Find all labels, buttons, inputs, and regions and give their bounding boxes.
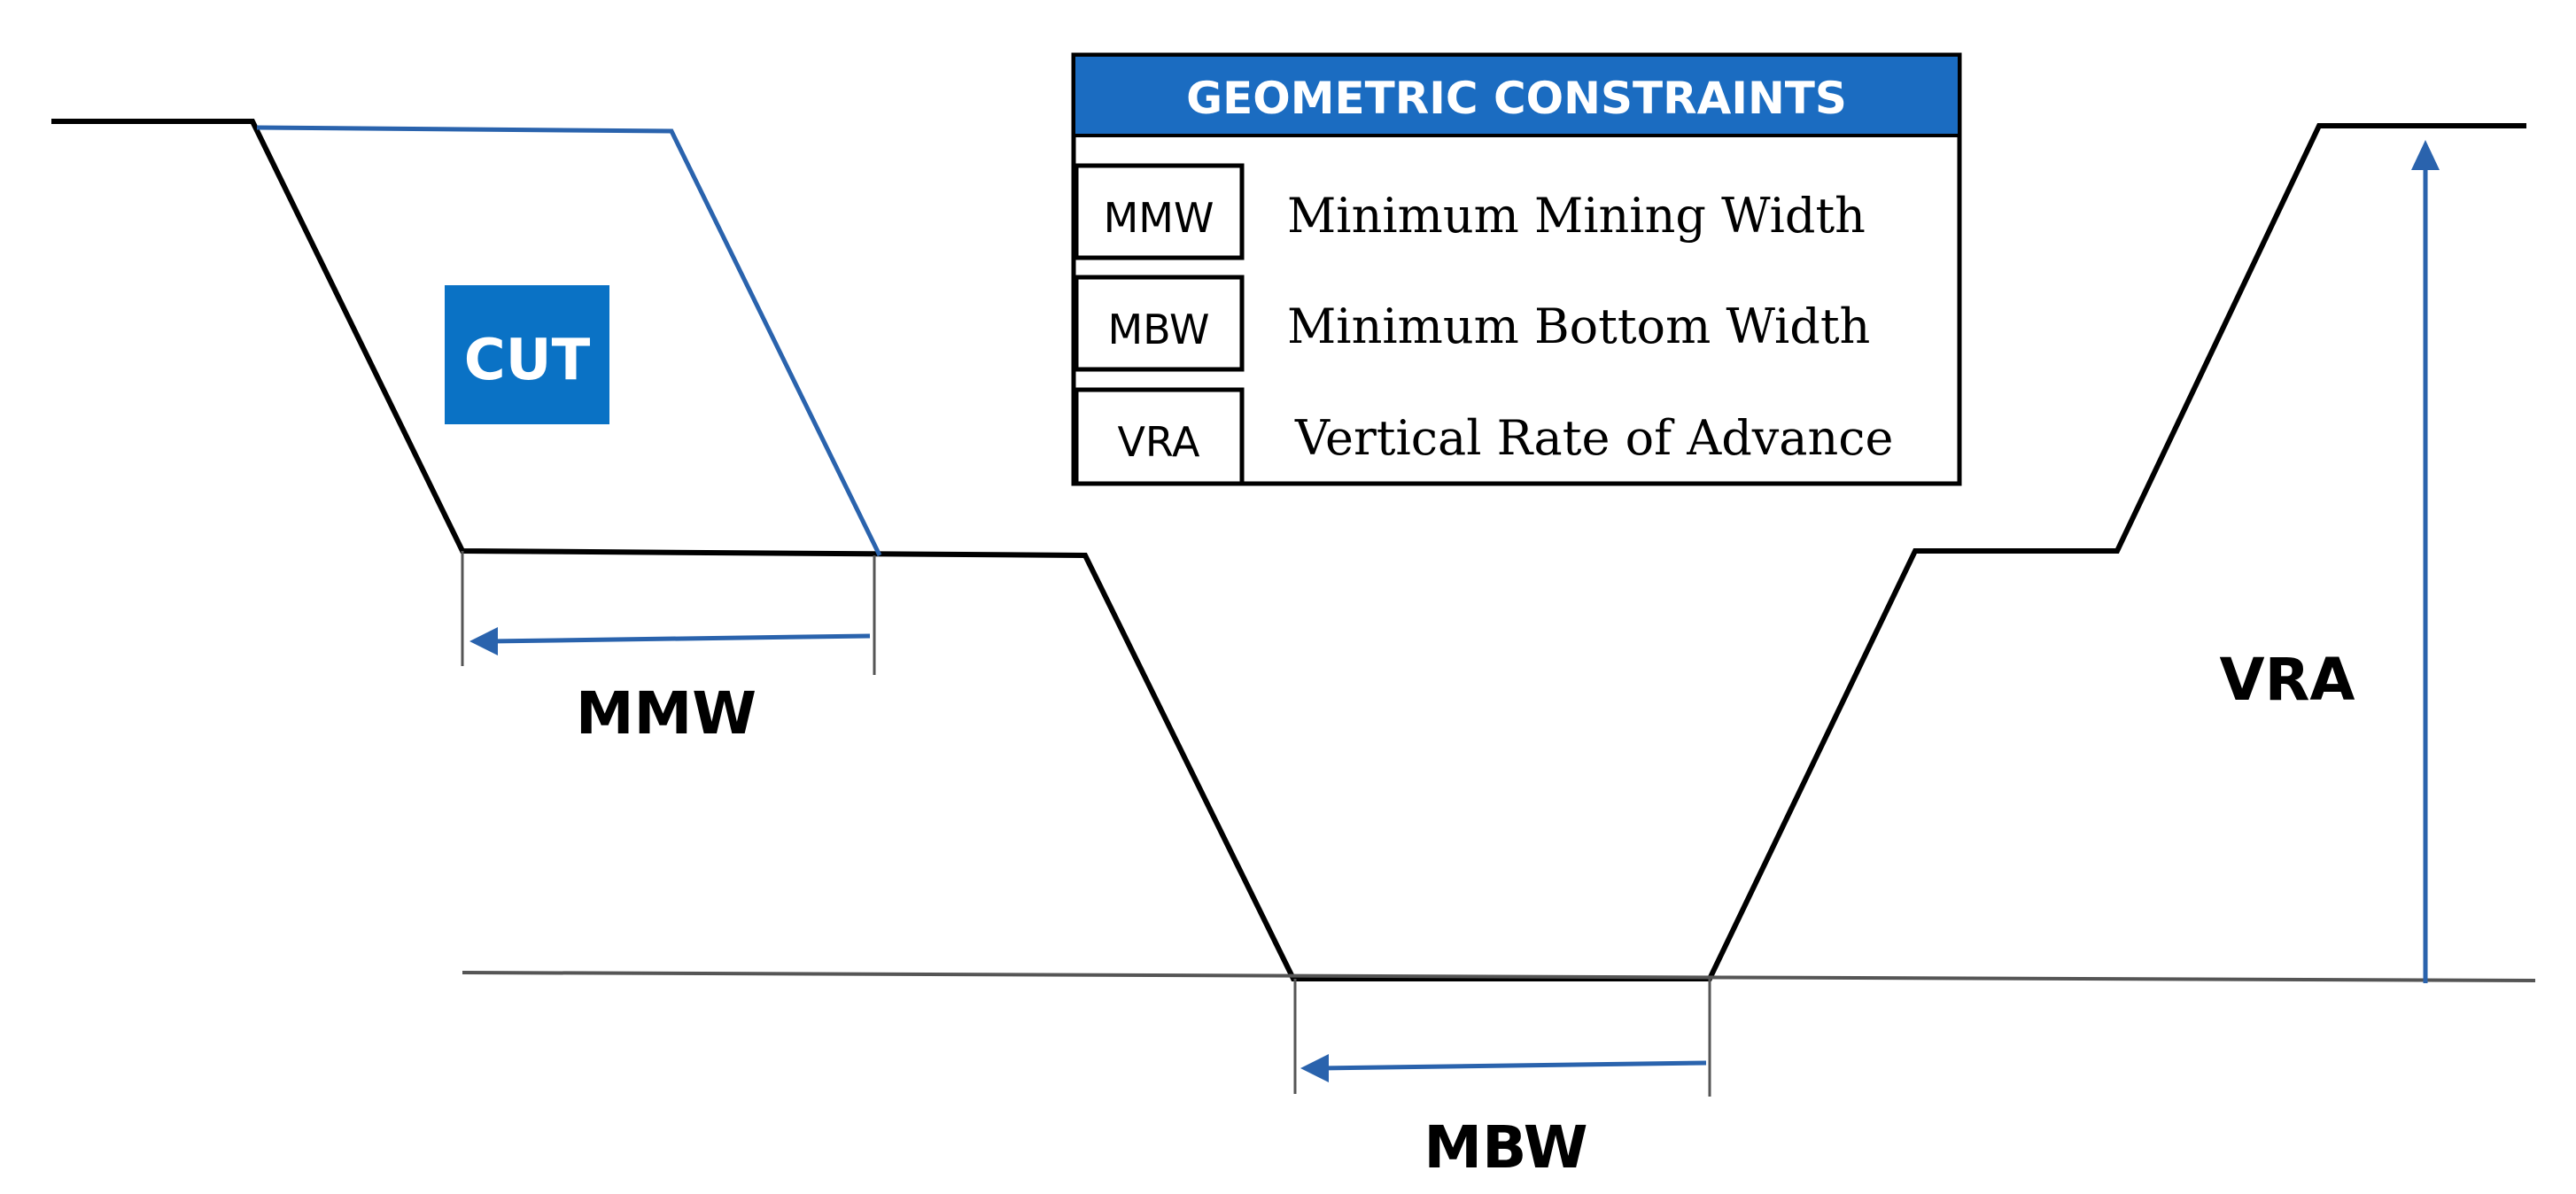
legend: GEOMETRIC CONSTRAINTS MMW Minimum Mining…	[1071, 52, 1962, 486]
legend-text-mbw: Minimum Bottom Width	[1287, 298, 1870, 354]
vra-arrow-head	[2411, 140, 2440, 170]
mmw-arrow-line	[488, 633, 871, 644]
mbw-arrow-head	[1300, 1054, 1329, 1082]
legend-abbr-mmw: MMW	[1104, 194, 1214, 242]
legend-abbr-box-mmw	[1074, 163, 1245, 260]
legend-abbr-box-mbw	[1074, 275, 1245, 372]
legend-abbr-mbw: MBW	[1107, 306, 1209, 353]
cut-label: CUT	[464, 328, 591, 393]
legend-title: GEOMETRIC CONSTRAINTS	[1186, 73, 1847, 124]
legend-header	[1075, 57, 1958, 135]
legend-abbr-box-vra	[1074, 387, 1245, 486]
cut-box	[445, 285, 609, 424]
pit-floor-baseline	[462, 971, 2536, 982]
pit-profile-outline	[51, 119, 2526, 981]
vra-label: VRA	[2220, 646, 2355, 714]
mbw-arrow-line	[1319, 1060, 1707, 1071]
legend-abbr-vra: VRA	[1117, 418, 1200, 466]
mmw-label: MMW	[576, 679, 757, 748]
cut-outline	[256, 125, 882, 557]
mmw-arrow-head	[469, 627, 498, 655]
mbw-label: MBW	[1424, 1113, 1587, 1182]
legend-text-vra: Vertical Rate of Advance	[1294, 410, 1893, 466]
legend-text-mmw: Minimum Mining Width	[1287, 188, 1866, 244]
